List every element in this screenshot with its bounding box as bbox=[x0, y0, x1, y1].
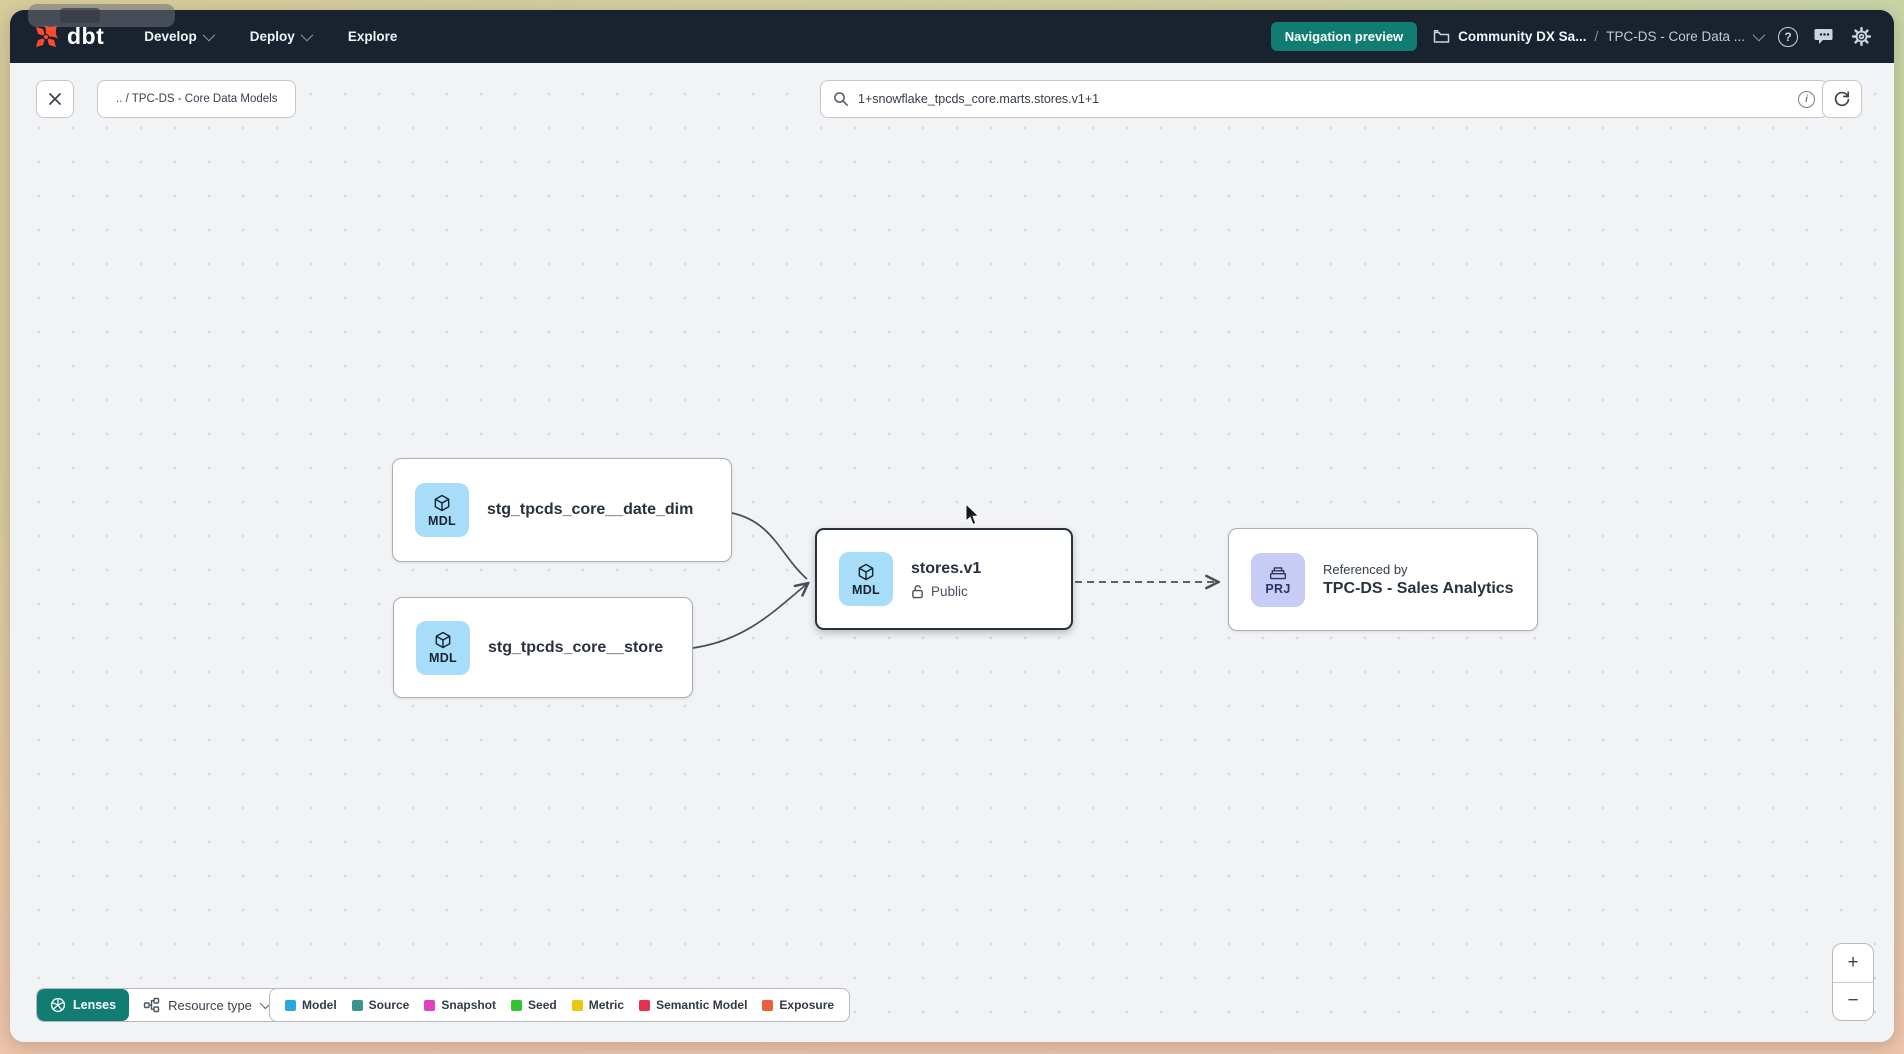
legend-swatch bbox=[351, 999, 363, 1011]
lenses-controls: Lenses Resource type bbox=[36, 988, 283, 1022]
lineage-breadcrumb-label: .. / TPC-DS - Core Data Models bbox=[116, 93, 278, 105]
stack-icon bbox=[1269, 567, 1287, 580]
project-switcher[interactable]: Community DX Sa... / TPC-DS - Core Data … bbox=[1433, 28, 1766, 44]
node-stores-v1-selected[interactable]: MDL stores.v1 Public bbox=[815, 528, 1073, 630]
nav-menu-deploy-label: Deploy bbox=[249, 29, 295, 44]
node-title: stores.v1 bbox=[911, 559, 982, 577]
lenses-label: Lenses bbox=[73, 998, 117, 1012]
lineage-canvas[interactable]: .. / TPC-DS - Core Data Models i MDL bbox=[10, 63, 1894, 1042]
resource-graph-icon bbox=[143, 997, 160, 1013]
badge-label: MDL bbox=[428, 513, 456, 528]
zoom-out-button[interactable]: − bbox=[1847, 990, 1859, 1012]
edge-store-to-stores bbox=[692, 584, 807, 649]
legend-label: Snapshot bbox=[441, 998, 497, 1012]
project-badge: PRJ bbox=[1251, 552, 1305, 607]
window-artifact-glyph bbox=[60, 8, 100, 23]
help-icon[interactable]: ? bbox=[1778, 26, 1798, 47]
window-artifact bbox=[28, 4, 175, 27]
unlock-icon bbox=[912, 584, 923, 598]
close-lineage-button[interactable] bbox=[36, 80, 74, 118]
feedback-icon[interactable] bbox=[1814, 27, 1835, 46]
project-name: TPC-DS - Core Data ... bbox=[1606, 29, 1745, 44]
mouse-cursor bbox=[965, 503, 980, 526]
lineage-search-bar: i bbox=[820, 80, 1828, 118]
node-title: stg_tpcds_core__store bbox=[488, 638, 664, 656]
access-label: Public bbox=[931, 583, 968, 599]
model-badge: MDL bbox=[416, 620, 470, 675]
settings-gear-icon[interactable] bbox=[1851, 26, 1872, 47]
folder-icon bbox=[1433, 29, 1450, 43]
zoom-controls: + − bbox=[1832, 943, 1874, 1021]
account-name: Community DX Sa... bbox=[1458, 29, 1587, 44]
nav-menu-develop-label: Develop bbox=[144, 29, 197, 44]
legend-swatch bbox=[285, 999, 296, 1011]
legend-item-exposure: Exposure bbox=[762, 998, 834, 1012]
edge-date-dim-to-stores bbox=[731, 512, 808, 580]
node-stg-tpcds-core-date-dim[interactable]: MDL stg_tpcds_core__date_dim bbox=[392, 458, 732, 562]
nav-menu-explore[interactable]: Explore bbox=[348, 29, 398, 44]
app-window: dbt Develop Deploy Explore Navigation pr… bbox=[10, 10, 1894, 1042]
badge-label: MDL bbox=[852, 582, 880, 597]
lens-aperture-icon bbox=[50, 997, 66, 1013]
legend-item-source: Source bbox=[351, 998, 410, 1012]
chevron-down-icon bbox=[300, 28, 314, 42]
refresh-icon bbox=[1834, 91, 1850, 107]
dbt-logo-text: dbt bbox=[67, 23, 105, 49]
legend-label: Exposure bbox=[779, 998, 835, 1012]
info-icon[interactable]: i bbox=[1798, 90, 1815, 108]
selector-search-input[interactable] bbox=[858, 92, 1789, 106]
legend-swatch bbox=[571, 999, 583, 1011]
legend-label: Seed bbox=[528, 998, 557, 1012]
top-navbar: dbt Develop Deploy Explore Navigation pr… bbox=[10, 10, 1894, 63]
refresh-lineage-button[interactable] bbox=[1822, 80, 1862, 118]
node-title: stg_tpcds_core__date_dim bbox=[487, 501, 694, 518]
chevron-down-icon bbox=[1752, 28, 1766, 42]
cube-icon bbox=[435, 631, 451, 649]
close-icon bbox=[49, 93, 61, 105]
search-icon bbox=[834, 92, 848, 106]
model-badge: MDL bbox=[415, 483, 469, 537]
navigation-preview-badge: Navigation preview bbox=[1270, 22, 1418, 51]
dbt-logo[interactable]: dbt bbox=[32, 23, 104, 51]
zoom-in-button[interactable]: + bbox=[1833, 944, 1873, 983]
legend-item-semantic-model: Semantic Model bbox=[639, 998, 747, 1012]
node-stg-tpcds-core-store[interactable]: MDL stg_tpcds_core__store bbox=[393, 597, 693, 698]
node-title: TPC-DS - Sales Analytics bbox=[1323, 579, 1514, 597]
legend-item-metric: Metric bbox=[571, 998, 625, 1012]
badge-label: PRJ bbox=[1265, 582, 1291, 596]
legend-item-model: Model bbox=[285, 998, 337, 1012]
model-badge: MDL bbox=[839, 552, 893, 606]
nav-menu-explore-label: Explore bbox=[347, 29, 398, 44]
legend-label: Source bbox=[368, 998, 410, 1012]
cube-icon bbox=[434, 494, 450, 511]
node-referenced-by-project[interactable]: PRJ Referenced by TPC-DS - Sales Analyti… bbox=[1228, 528, 1538, 631]
badge-label: MDL bbox=[429, 651, 457, 665]
legend-item-snapshot: Snapshot bbox=[424, 998, 496, 1012]
nav-menu-deploy[interactable]: Deploy bbox=[249, 28, 314, 44]
legend-swatch bbox=[639, 999, 651, 1011]
legend-swatch bbox=[762, 999, 774, 1011]
dbt-logo-icon bbox=[36, 24, 59, 47]
legend-label: Metric bbox=[588, 998, 625, 1012]
resource-type-dropdown[interactable]: Resource type bbox=[129, 989, 282, 1021]
legend-item-seed: Seed bbox=[511, 998, 557, 1012]
lenses-button[interactable]: Lenses bbox=[37, 989, 130, 1021]
legend-label: Semantic Model bbox=[656, 998, 748, 1012]
lineage-breadcrumb-chip[interactable]: .. / TPC-DS - Core Data Models bbox=[97, 80, 297, 118]
resource-legend: Model Source Snapshot Seed Metric Semant… bbox=[269, 988, 851, 1022]
node-pretitle: Referenced by bbox=[1323, 561, 1408, 577]
legend-label: Model bbox=[302, 998, 337, 1012]
legend-swatch bbox=[424, 999, 436, 1011]
resource-type-label: Resource type bbox=[168, 997, 252, 1013]
breadcrumb-separator: / bbox=[1594, 29, 1599, 44]
legend-swatch bbox=[511, 999, 523, 1011]
chevron-down-icon bbox=[202, 28, 216, 42]
cube-icon bbox=[858, 563, 874, 580]
nav-menu-develop[interactable]: Develop bbox=[144, 28, 216, 44]
